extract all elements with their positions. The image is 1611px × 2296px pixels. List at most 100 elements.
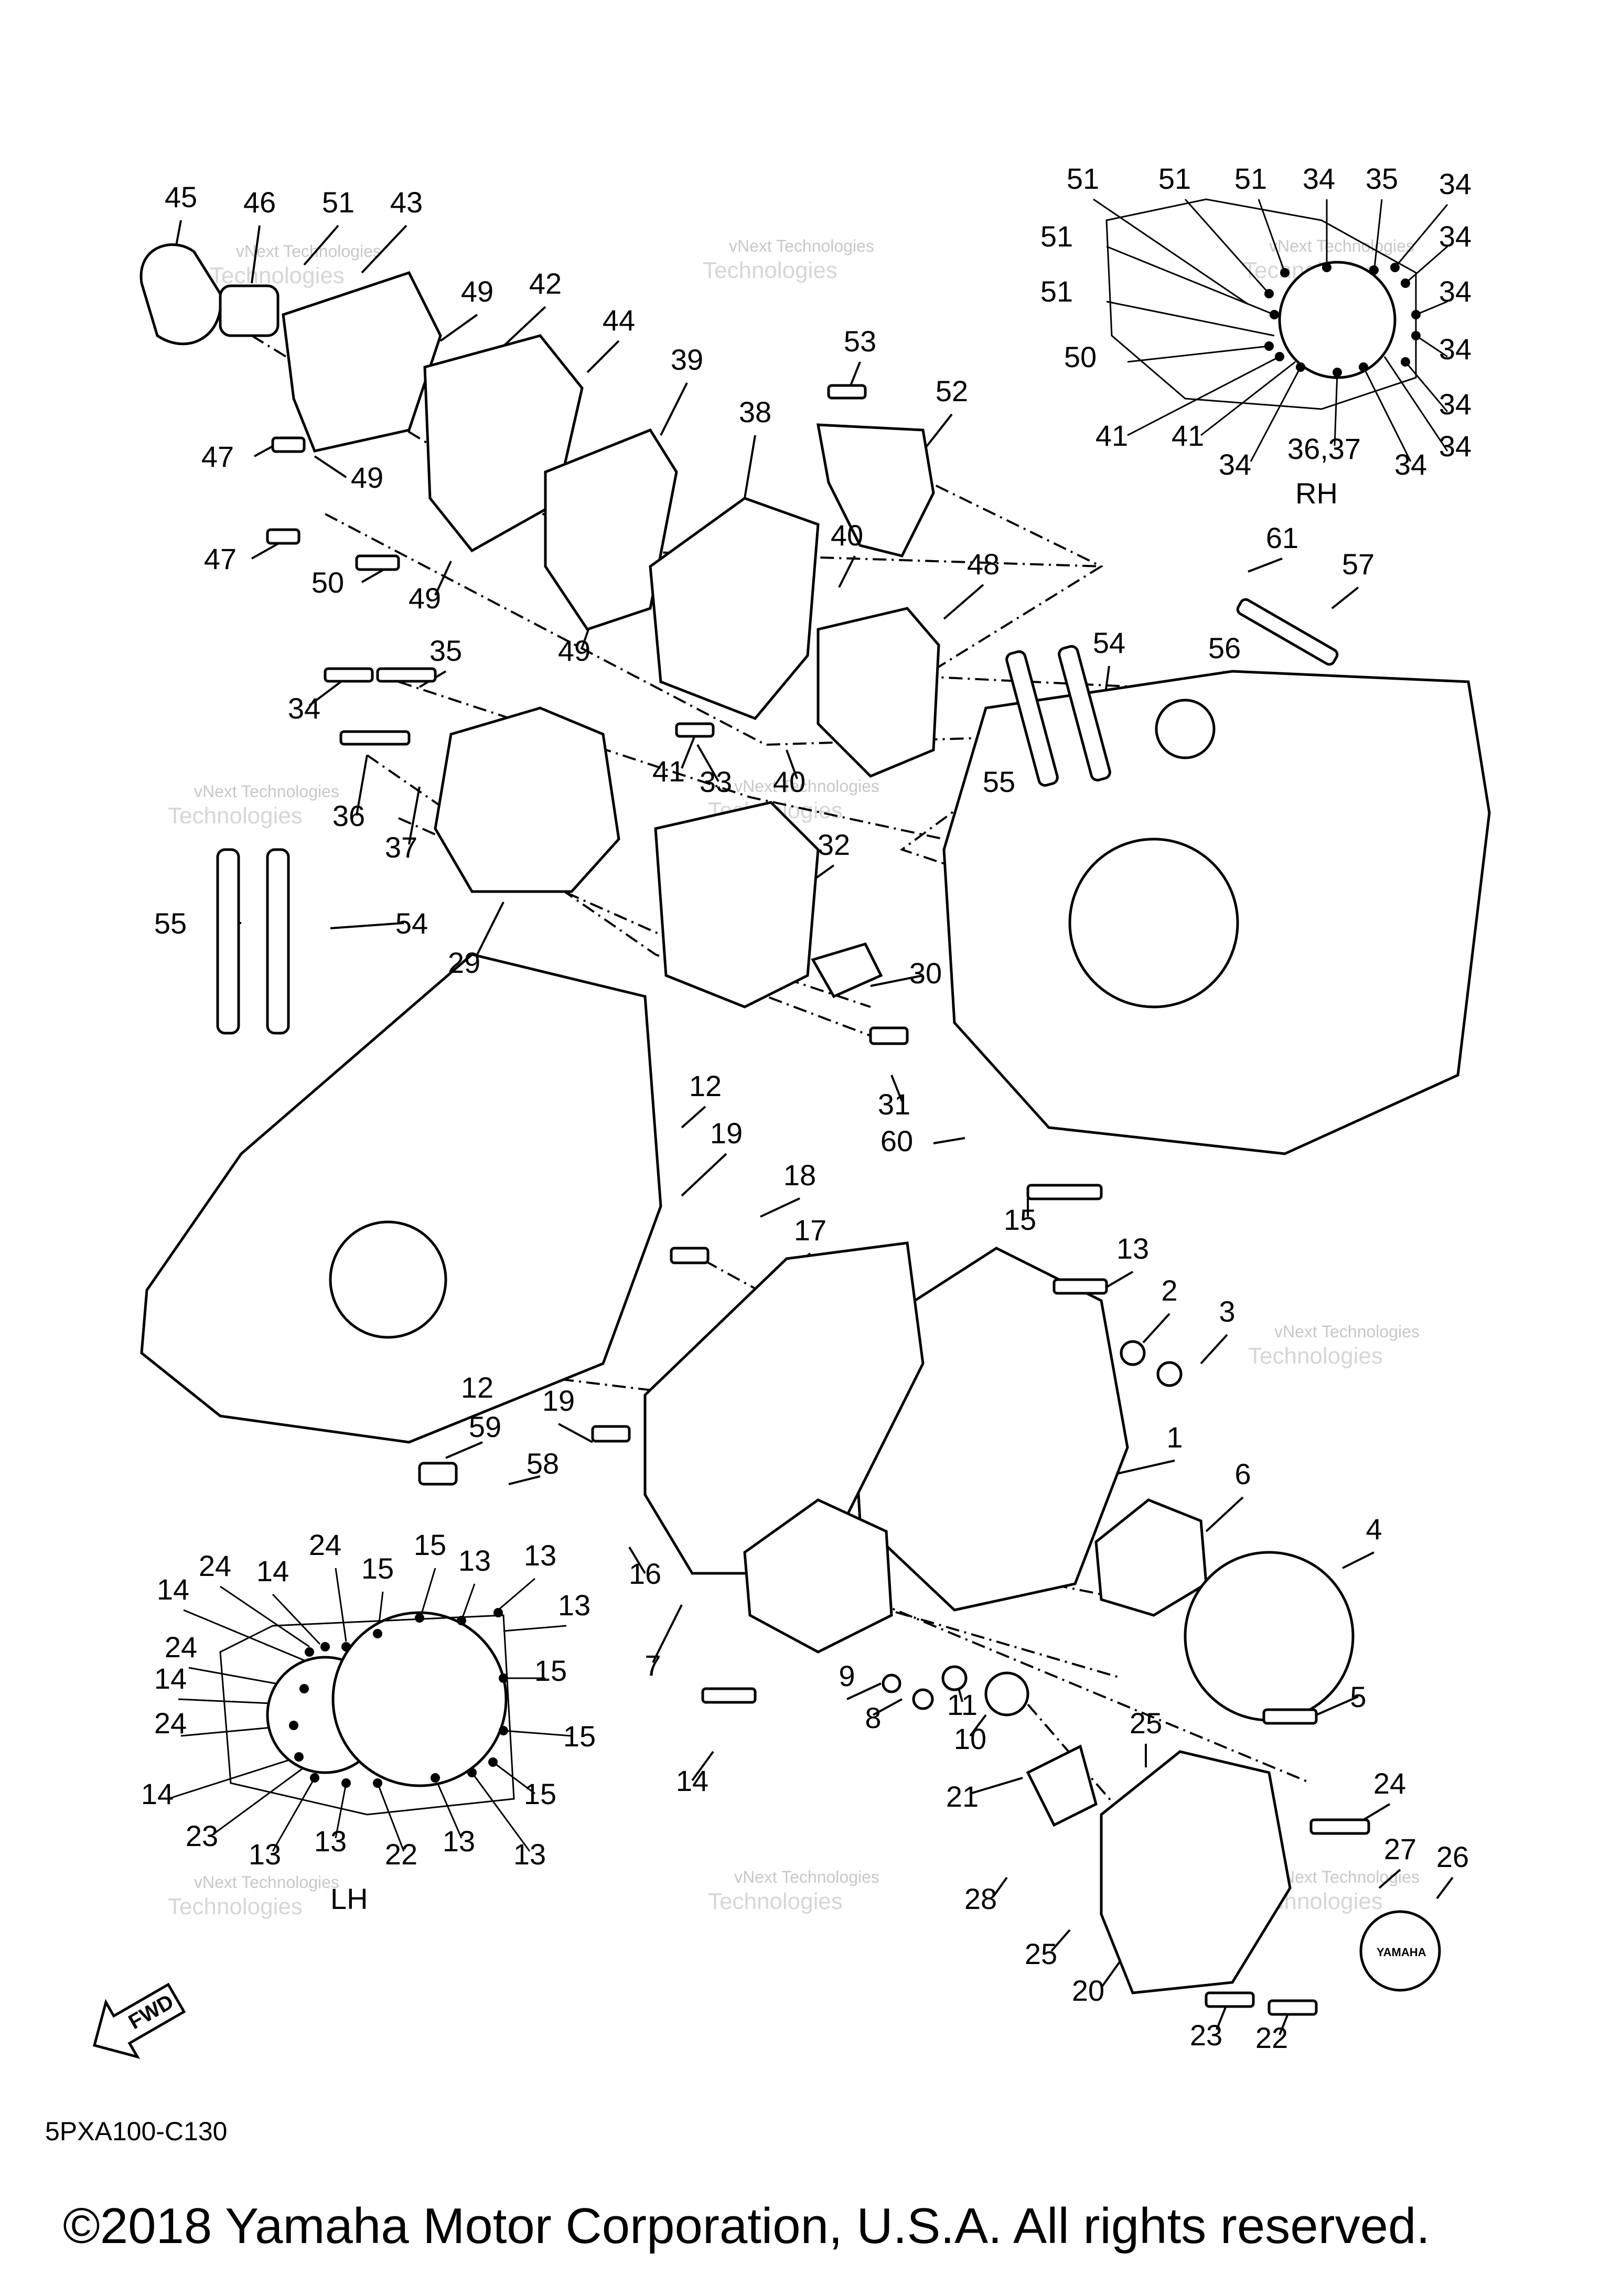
parts xyxy=(139,198,1491,1994)
callout-30: 30 xyxy=(909,957,942,990)
callout-47: 47 xyxy=(201,440,234,473)
callout-3: 3 xyxy=(1219,1295,1235,1328)
callout-55: 55 xyxy=(154,907,187,940)
callout-41: 41 xyxy=(652,755,685,788)
callout-47: 47 xyxy=(204,542,237,575)
callout-26: 26 xyxy=(1436,1840,1469,1873)
callout-27: 27 xyxy=(1384,1832,1416,1865)
callout-34: 34 xyxy=(1439,430,1472,463)
callout-34: 34 xyxy=(1439,332,1472,366)
callout-56: 56 xyxy=(1208,631,1241,664)
callout-24: 24 xyxy=(165,1630,197,1664)
watermark-text: Technologies xyxy=(708,1889,843,1914)
callout-25: 25 xyxy=(1130,1707,1162,1740)
callout-5: 5 xyxy=(1350,1680,1366,1713)
part-54-rod-right xyxy=(1058,645,1111,782)
callout-51: 51 xyxy=(1234,162,1267,195)
crankcase-left xyxy=(140,953,662,1444)
watermark-text: vNext Technologies xyxy=(734,777,879,796)
callout-14: 14 xyxy=(141,1777,174,1810)
callout-19: 19 xyxy=(710,1117,743,1150)
callout-2: 2 xyxy=(1161,1274,1177,1307)
callout-49: 49 xyxy=(558,634,590,667)
leader-lines xyxy=(167,198,1454,2035)
bolts xyxy=(266,384,1370,2016)
callout-12: 12 xyxy=(461,1371,493,1404)
callout-15: 15 xyxy=(1004,1203,1036,1236)
callout-21: 21 xyxy=(946,1780,979,1813)
callout-8: 8 xyxy=(865,1701,881,1734)
callout-36: 36 xyxy=(332,799,365,832)
callout-34: 34 xyxy=(1439,220,1472,253)
part-46-damper xyxy=(219,284,280,337)
part-48-gasket xyxy=(817,607,940,778)
callout-17: 17 xyxy=(794,1214,826,1247)
callout-39: 39 xyxy=(671,343,703,376)
callout-13: 13 xyxy=(524,1539,556,1572)
watermark-text: Technologies xyxy=(168,1894,303,1919)
lh-label: LH xyxy=(330,1882,368,1915)
callout-59: 59 xyxy=(469,1410,501,1443)
part-55-rod-right xyxy=(1005,650,1059,787)
callout-33: 33 xyxy=(700,765,732,798)
callout-14: 14 xyxy=(154,1662,187,1695)
lh-inset-large-circle xyxy=(331,1611,508,1787)
callout-23: 23 xyxy=(186,1819,218,1852)
part-54-pushrod xyxy=(266,848,290,1035)
callout-34: 34 xyxy=(1439,275,1472,308)
callout-34: 34 xyxy=(1303,162,1335,195)
callout-18: 18 xyxy=(783,1158,816,1192)
watermark-text: Technologies xyxy=(1248,1343,1383,1369)
callout-51: 51 xyxy=(1158,162,1191,195)
part-30-plate xyxy=(811,942,883,999)
callout-31: 31 xyxy=(878,1088,910,1121)
callout-54: 54 xyxy=(395,907,428,940)
callout-36,37: 36,37 xyxy=(1287,432,1361,465)
copyright-notice: ©2018 Yamaha Motor Corporation, U.S.A. A… xyxy=(63,2198,1431,2254)
watermark-text: Technologies xyxy=(210,263,345,288)
callout-20: 20 xyxy=(1072,1974,1104,2007)
callout-45: 45 xyxy=(165,180,197,213)
callout-14: 14 xyxy=(676,1764,708,1797)
callout-6: 6 xyxy=(1234,1457,1251,1490)
callout-46: 46 xyxy=(243,186,276,219)
callout-51: 51 xyxy=(322,186,355,219)
callout-52: 52 xyxy=(936,374,968,407)
rh-label: RH xyxy=(1295,477,1338,510)
callout-4: 4 xyxy=(1366,1512,1382,1546)
part-32-gasket xyxy=(654,801,820,1008)
callout-15: 15 xyxy=(361,1552,394,1585)
callout-49: 49 xyxy=(461,275,493,308)
callout-24: 24 xyxy=(1373,1767,1406,1800)
callout-13: 13 xyxy=(558,1589,590,1622)
callout-60: 60 xyxy=(880,1124,913,1157)
callout-12: 12 xyxy=(689,1069,722,1102)
callout-48: 48 xyxy=(967,548,1000,581)
rh-inset-circle xyxy=(1278,261,1397,379)
callout-16: 16 xyxy=(629,1557,661,1590)
callout-34: 34 xyxy=(1219,448,1251,481)
callout-24: 24 xyxy=(154,1707,187,1740)
callout-50: 50 xyxy=(312,566,344,599)
watermark-text: vNext Technologies xyxy=(1274,1868,1420,1886)
watermark-text: vNext Technologies xyxy=(1269,237,1414,255)
callout-41: 41 xyxy=(1172,419,1204,452)
watermark-text: Technologies xyxy=(168,803,303,829)
callout-13: 13 xyxy=(249,1838,281,1871)
callout-15: 15 xyxy=(414,1528,446,1561)
callout-34: 34 xyxy=(1439,388,1472,421)
callout-51: 51 xyxy=(1040,220,1073,253)
callout-34: 34 xyxy=(288,692,320,725)
callout-25: 25 xyxy=(1025,1937,1057,1970)
callout-22: 22 xyxy=(1255,2021,1288,2054)
part-4-cover xyxy=(1184,1551,1355,1722)
callout-51: 51 xyxy=(1067,162,1099,195)
callout-55: 55 xyxy=(983,765,1015,798)
